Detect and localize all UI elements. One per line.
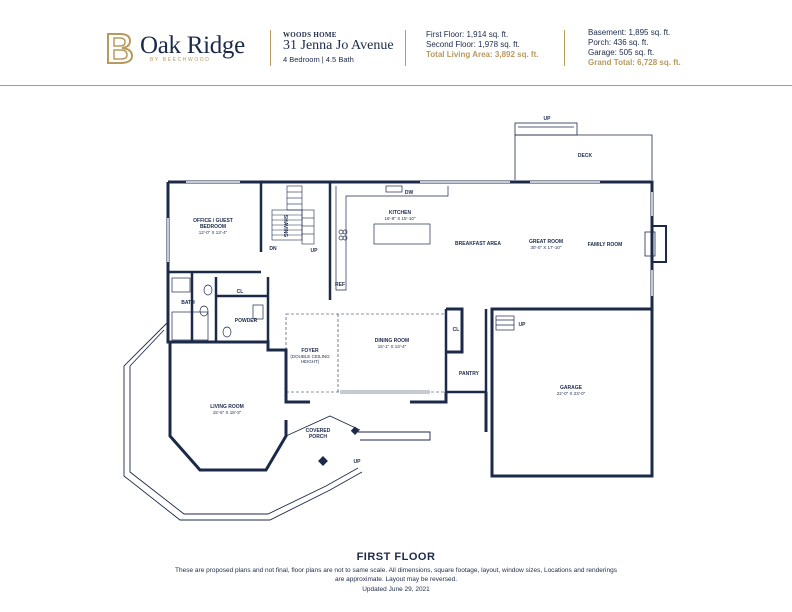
deck-up-marker: UP xyxy=(544,116,552,122)
ref-label: REF xyxy=(335,282,345,288)
living-walls xyxy=(166,318,488,432)
porch-label-2: PORCH xyxy=(309,434,327,440)
kitchen-label: KITCHEN xyxy=(389,210,412,216)
area-column-1: First Floor: 1,914 sq. ft. Second Floor:… xyxy=(426,30,538,60)
home-address: 31 Jenna Jo Avenue xyxy=(283,38,394,53)
office-dim: 12'-0" X 13'-4" xyxy=(199,230,228,235)
foyer-note-2: HEIGHT) xyxy=(301,359,320,364)
closet-2-label: CL xyxy=(453,327,460,333)
bath-fixtures xyxy=(171,277,264,341)
porch-label: COVERED xyxy=(306,428,331,434)
bath-label: BATH xyxy=(181,300,195,306)
divider xyxy=(270,30,271,66)
updated-date: Updated June 29, 2021 xyxy=(362,586,430,593)
garage-label: GARAGE xyxy=(560,385,583,391)
living-room-label: LIVING ROOM xyxy=(210,404,244,410)
floor-plan: DECK UP OFFICE / GUEST BEDROOM 12'-0" X … xyxy=(123,116,667,521)
brand-monogram-icon xyxy=(107,33,134,64)
living-room-dim: 15'-5" X 18'-3" xyxy=(213,410,242,415)
dw-label: DW xyxy=(405,190,414,196)
brand-logo: Oak Ridge BY BEECHWOOD xyxy=(106,32,266,66)
porch-up-marker: UP xyxy=(354,459,362,465)
header-rule xyxy=(0,85,792,86)
total-living-area: Total Living Area: 3,892 sq. ft. xyxy=(426,50,539,59)
brand-subtitle: BY BEECHWOOD xyxy=(150,57,211,63)
garage-up-marker: UP xyxy=(519,322,527,328)
breakfast-label: BREAKFAST AREA xyxy=(455,241,501,247)
kitchen-counters xyxy=(335,185,449,291)
family-room-label: FAMILY ROOM xyxy=(588,242,623,248)
basement-area: Basement: 1,895 sq. ft. xyxy=(588,28,671,37)
divider xyxy=(564,30,565,66)
deck xyxy=(514,122,653,180)
garage-steps xyxy=(495,315,515,331)
header: Oak Ridge BY BEECHWOOD WOODS HOME 31 Jen… xyxy=(0,0,792,86)
beds-baths: 4 Bedroom | 4.5 Bath xyxy=(283,55,354,64)
great-room-label: GREAT ROOM xyxy=(529,239,563,245)
office-label: OFFICE / GUEST xyxy=(193,218,233,224)
closet-label: CL xyxy=(237,289,244,295)
home-type: WOODS HOME xyxy=(283,31,337,39)
kitchen-dim: 16'-8" X 15'-10" xyxy=(385,216,416,221)
area-column-2: Basement: 1,895 sq. ft. Porch: 436 sq. f… xyxy=(588,28,681,68)
shaving-label: SHAVING xyxy=(282,215,288,238)
garage-dim: 22'-0" X 23'-0" xyxy=(557,391,586,396)
second-floor-area: Second Floor: 1,978 sq. ft. xyxy=(426,40,520,49)
dining-label: DINING ROOM xyxy=(375,338,409,344)
porch-area: Porch: 436 sq. ft. xyxy=(588,38,649,47)
office-label-2: BEDROOM xyxy=(200,224,226,230)
grand-total-area: Grand Total: 6,728 sq. ft. xyxy=(588,58,681,67)
stair-up-marker: UP xyxy=(311,248,319,254)
deck-label: DECK xyxy=(578,153,593,159)
disclaimer: These are proposed plans and not final, … xyxy=(175,567,617,583)
garage-area: Garage: 505 sq. ft. xyxy=(588,48,655,57)
pantry-label: PANTRY xyxy=(459,371,480,377)
dining-dim: 15'-1" X 13'-4" xyxy=(378,344,407,349)
interior-walls xyxy=(168,182,488,394)
stair-dn-marker: DN xyxy=(269,246,277,252)
floor-title: FIRST FLOOR xyxy=(356,551,436,563)
foyer-note: (DOUBLE CEILING xyxy=(290,354,330,359)
first-floor-area: First Floor: 1,914 sq. ft. xyxy=(426,30,509,39)
divider xyxy=(405,30,406,66)
brand-name: Oak Ridge xyxy=(140,32,245,59)
powder-label: POWDER xyxy=(235,318,258,324)
wrap-porch xyxy=(123,321,431,521)
great-room-dim: 30'-0" X 17'-10" xyxy=(531,245,562,250)
fireplace xyxy=(651,225,667,263)
foyer-label: FOYER xyxy=(301,348,319,354)
staircase xyxy=(271,185,315,245)
